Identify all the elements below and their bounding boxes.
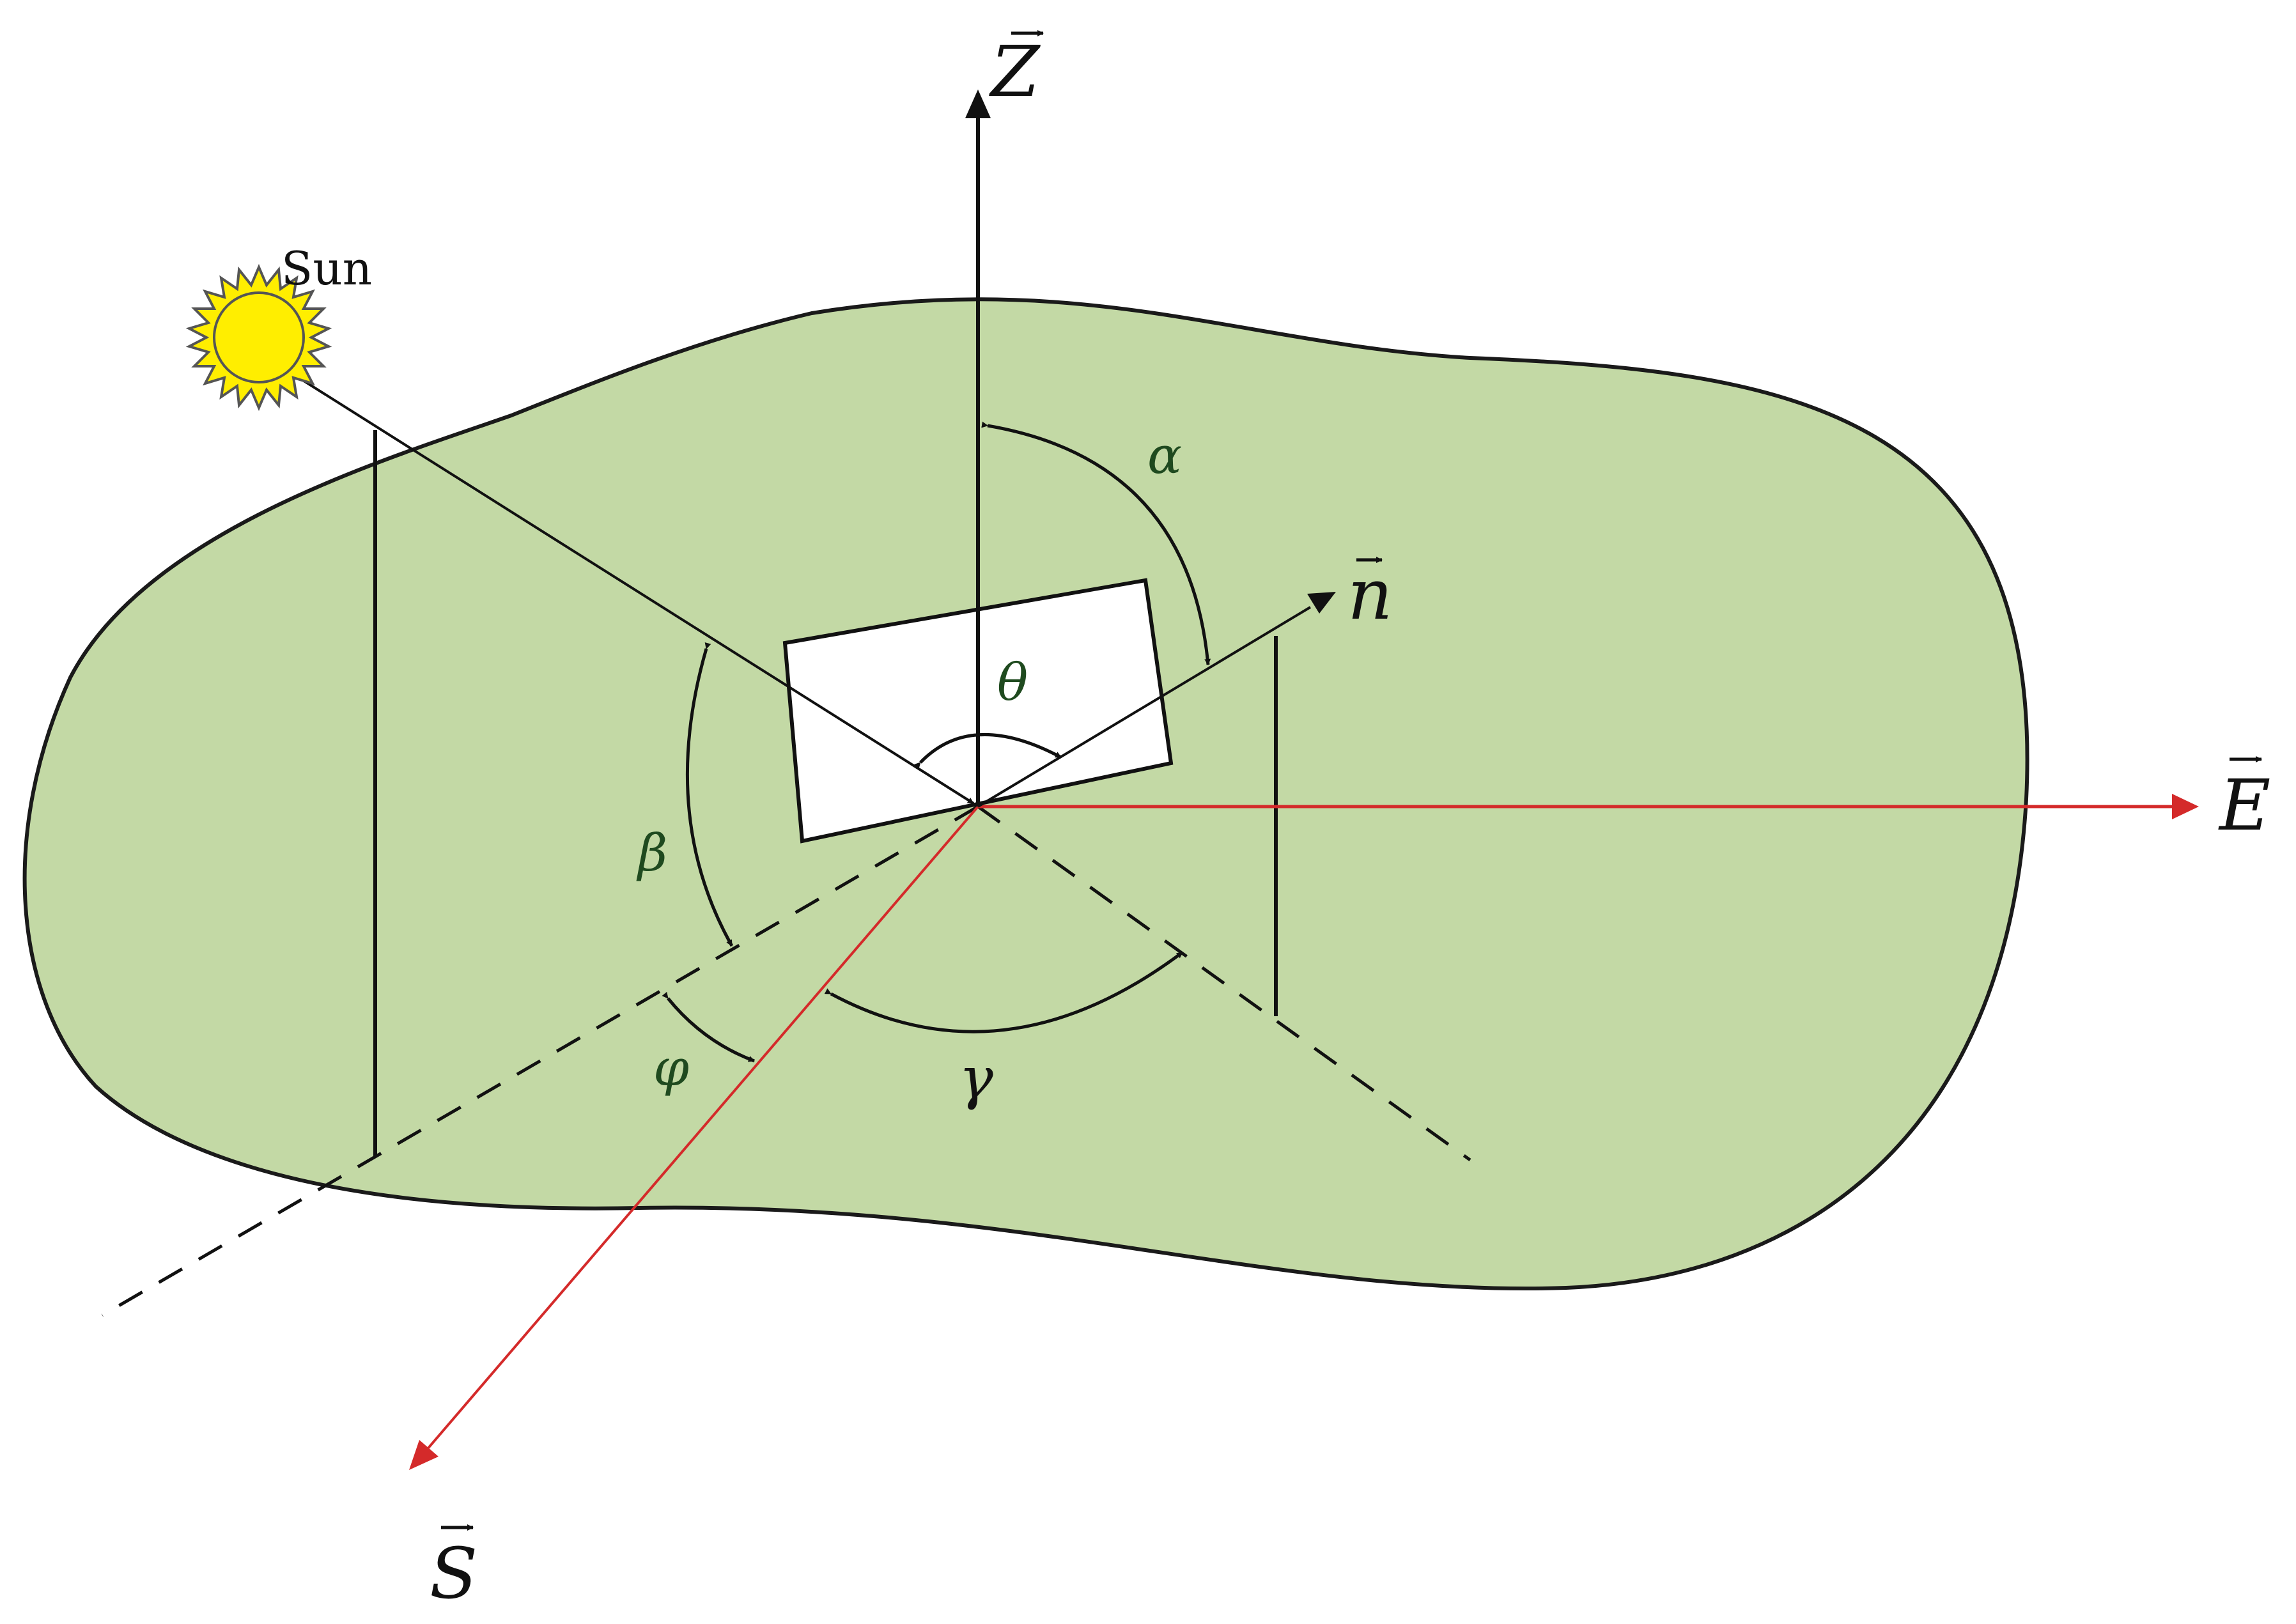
dashed-projection-normal: [977, 805, 1471, 1162]
s-axis-arrow: [409, 805, 979, 1470]
z-axis-label: Z: [989, 30, 1044, 112]
sun-icon: [185, 263, 332, 412]
alpha-label: α: [1147, 426, 1182, 485]
svg-text:S: S: [430, 1533, 477, 1614]
normal-vector-arrow: [977, 592, 1336, 808]
sun-ray: [262, 354, 975, 805]
theta-label: θ: [997, 653, 1028, 712]
svg-text:n: n: [1347, 553, 1393, 635]
theta-angle-arc: [914, 732, 1062, 769]
phi-angle-arc: [662, 991, 755, 1063]
sun-label: Sun: [281, 242, 372, 295]
z-axis-arrow: [965, 89, 991, 807]
phi-label: φ: [653, 1038, 689, 1097]
s-axis-label: S: [430, 1524, 477, 1614]
gamma-angle-arc: [824, 950, 1184, 1033]
normal-label: n: [1347, 553, 1393, 635]
e-axis-label: E: [2218, 756, 2270, 846]
alpha-angle-arc: [981, 421, 1211, 665]
gamma-label: γ: [959, 1045, 993, 1112]
e-axis-arrow: [978, 794, 2199, 819]
dashed-projection-sun: [101, 805, 979, 1317]
beta-label: β: [636, 823, 667, 883]
beta-angle-arc: [685, 642, 734, 947]
svg-text:E: E: [2218, 764, 2270, 846]
svg-text:Z: Z: [989, 31, 1041, 112]
